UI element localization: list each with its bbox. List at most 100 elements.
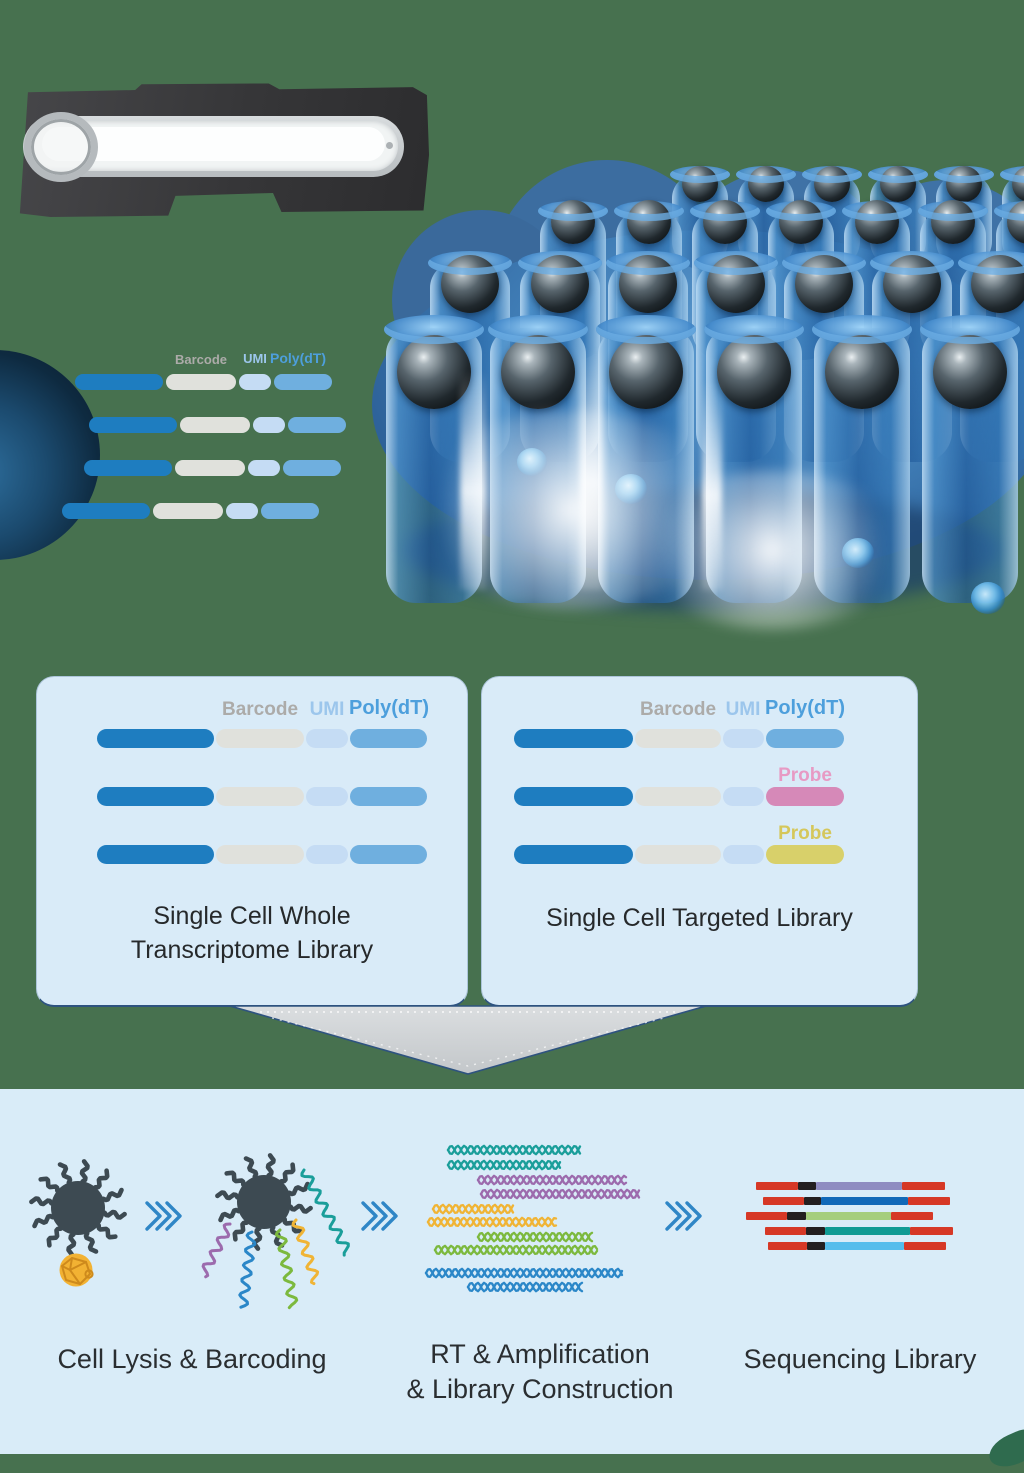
microwell-lip	[384, 315, 484, 344]
strand-segment-umi	[306, 729, 348, 748]
fragment-segment	[904, 1242, 946, 1250]
library-fragment	[765, 1227, 953, 1235]
strand-segment-dark	[89, 417, 177, 433]
strand-segment-umi	[723, 729, 764, 748]
strand-segment-umi	[253, 417, 285, 433]
bead-icon	[825, 335, 899, 409]
bead-icon	[501, 335, 575, 409]
strand-segment-gray	[153, 503, 223, 519]
strand-segment-poly	[283, 460, 341, 476]
oligo-strand	[97, 787, 427, 806]
microwell-lip	[918, 201, 988, 221]
chip-inlet-port	[24, 112, 98, 182]
cdna-helix-icon	[446, 1144, 582, 1156]
microwell-lip	[704, 315, 804, 344]
oligo-strand	[514, 845, 844, 864]
strand-segment-poly	[350, 729, 427, 748]
strand-segment-dark	[75, 374, 163, 390]
mist-highlight	[632, 470, 912, 630]
fragment-segment	[825, 1227, 910, 1235]
cdna-helix-icon	[426, 1216, 558, 1228]
whole-transcriptome-panel: Barcode UMI Poly(dT) Single Cell Whole T…	[36, 676, 468, 1007]
strand-segment-dark	[97, 787, 214, 806]
bead-icon	[795, 255, 853, 313]
sequencing-library-icon	[740, 1178, 970, 1258]
strand-segment-dark	[514, 729, 633, 748]
step3-label: Sequencing Library	[743, 1344, 977, 1374]
oligo-strand	[89, 417, 346, 433]
strand-segment-umi	[239, 374, 271, 390]
fragment-segment	[746, 1212, 787, 1220]
fragment-segment	[798, 1182, 816, 1190]
bead-icon	[682, 166, 718, 202]
fragment-segment	[908, 1197, 950, 1205]
bead-icon	[1012, 166, 1024, 202]
bead-icon	[779, 200, 823, 244]
library-fragment	[746, 1212, 933, 1220]
strand-segment-poly	[350, 787, 427, 806]
fragment-segment	[821, 1197, 908, 1205]
barcode-label: Barcode	[221, 699, 299, 720]
targeted-library-panel: Barcode UMI Poly(dT) Probe Probe Single …	[481, 676, 918, 1007]
polydt-label: Poly(dT)	[765, 697, 845, 719]
microwell-lip	[488, 315, 588, 344]
fragment-segment	[910, 1227, 953, 1235]
microwell-lip	[766, 201, 836, 221]
strand-segment-dark	[514, 845, 633, 864]
microwell-lip	[614, 201, 684, 221]
strand-segment-dark	[97, 729, 214, 748]
bead-with-captured-rna-icon	[201, 1153, 350, 1310]
cdna-helix-icon	[424, 1267, 624, 1279]
bead-icon	[748, 166, 784, 202]
library-fragment	[763, 1197, 950, 1205]
strand-segment-gray	[216, 845, 304, 864]
chip-channel-shine	[41, 127, 386, 161]
strand-segment-umi	[248, 460, 280, 476]
fragment-segment	[806, 1212, 891, 1220]
bead-icon	[703, 200, 747, 244]
cdna-helix-icon	[446, 1159, 562, 1171]
strand-segment-umi	[226, 503, 258, 519]
captured-rna-strand	[300, 1168, 350, 1257]
cdna-helix-icon	[466, 1281, 584, 1293]
cdna-helix-icon	[476, 1231, 594, 1243]
chip-outlet-dot	[386, 142, 393, 149]
barcode-label: Barcode	[174, 352, 228, 367]
barcode-label: Barcode	[639, 699, 717, 720]
polydt-label: Poly(dT)	[270, 350, 326, 366]
bead-icon	[946, 166, 982, 202]
strand-segment-gray	[635, 787, 721, 806]
cdna-helix-icon	[476, 1174, 628, 1186]
chip-illustration	[8, 82, 432, 228]
strand-segment-poly	[350, 845, 427, 864]
cdna-helix-icon	[433, 1244, 599, 1256]
fragment-segment	[891, 1212, 933, 1220]
probe-label-pink: Probe	[778, 765, 832, 786]
captured-rna-strand	[201, 1222, 232, 1279]
strand-segment-gray	[175, 460, 245, 476]
strand-segment-dark	[84, 460, 172, 476]
strand-segment-gray	[635, 845, 721, 864]
bead-icon	[707, 255, 765, 313]
fragment-segment	[902, 1182, 945, 1190]
bead-oligo-strands: Barcode UMI Poly(dT)	[0, 0, 420, 560]
down-arrow-icon	[229, 1005, 707, 1075]
strand-segment-umi	[306, 787, 348, 806]
oligo-strand	[514, 787, 844, 806]
strand-segment-probe_pink	[766, 787, 844, 806]
umi-label: UMI	[725, 699, 761, 720]
step1-label: Cell Lysis & Barcoding	[57, 1344, 327, 1374]
bead-icon	[814, 166, 850, 202]
umi-label: UMI	[243, 351, 267, 366]
strand-segment-umi	[306, 845, 348, 864]
library-fragment	[756, 1182, 945, 1190]
strand-segment-umi	[723, 787, 764, 806]
microwell-lip	[1000, 166, 1024, 183]
microwell-lip	[690, 201, 760, 221]
bead-icon	[551, 200, 595, 244]
panel-title: Single Cell Whole Transcriptome Library	[130, 902, 374, 964]
panel-title: Single Cell Targeted Library	[546, 904, 853, 932]
fragment-segment	[756, 1182, 798, 1190]
strand-segment-dark	[514, 787, 633, 806]
microwell-lip	[538, 201, 608, 221]
